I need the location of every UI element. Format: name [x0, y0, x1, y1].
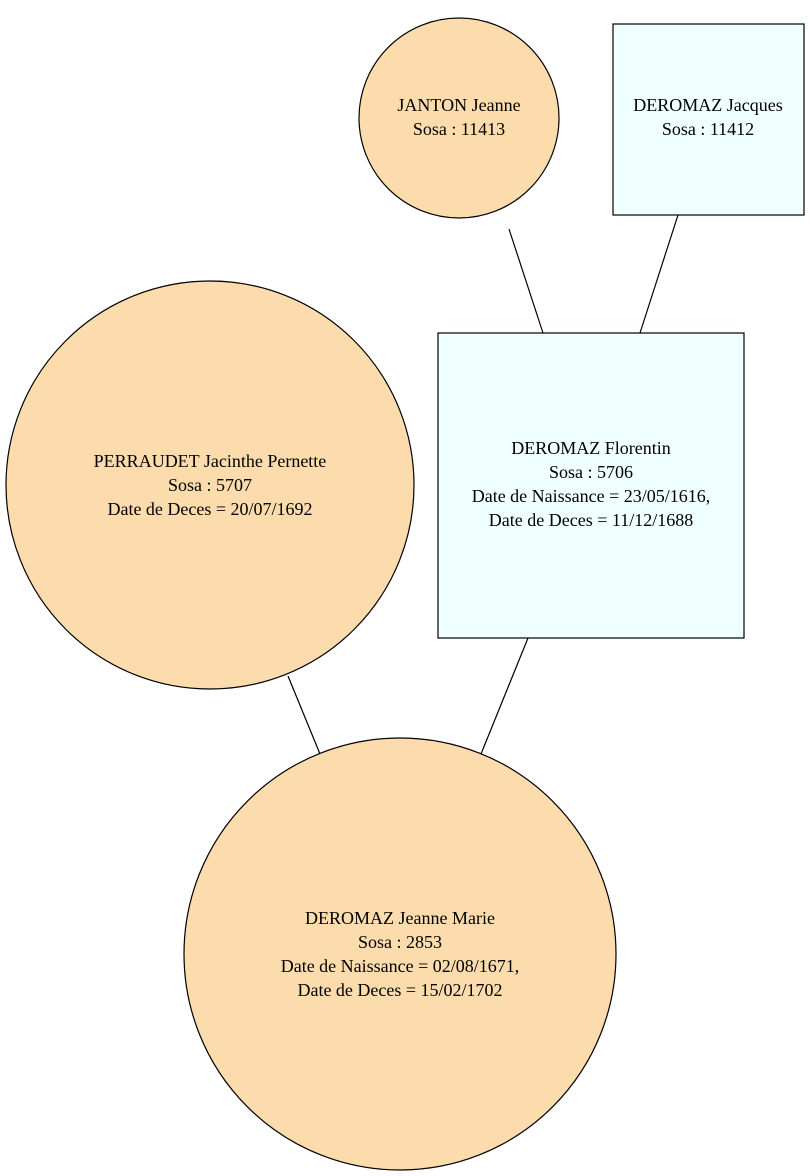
person-node-perraudet-jacinthe-pernette[interactable]: PERRAUDET Jacinthe Pernette Sosa : 5707 …: [5, 280, 415, 690]
person-sosa: Sosa : 11413: [413, 119, 505, 139]
female-circle-shape: [5, 280, 415, 690]
male-box-shape: [612, 23, 805, 216]
link-deromaz-jacques-to-deromaz-florentin: [639, 214, 679, 334]
person-node-deromaz-florentin[interactable]: DEROMAZ Florentin Sosa : 5706 Date de Na…: [437, 332, 745, 639]
link-deromaz-florentin-to-deromaz-jeanne-marie: [480, 637, 529, 755]
person-name: JANTON Jeanne: [397, 95, 520, 115]
person-sosa: Sosa : 11412: [662, 119, 754, 139]
female-circle-shape: [183, 737, 617, 1171]
person-sosa: Sosa : 5707: [168, 475, 252, 495]
female-circle-shape: [358, 17, 560, 219]
person-name: DEROMAZ Florentin: [511, 438, 671, 458]
person-death-date: Date de Deces = 20/07/1692: [107, 499, 312, 519]
person-name: PERRAUDET Jacinthe Pernette: [94, 451, 327, 471]
person-death-date: Date de Deces = 15/02/1702: [297, 980, 502, 1000]
person-node-deromaz-jacques[interactable]: DEROMAZ Jacques Sosa : 11412: [612, 23, 805, 216]
person-death-date: Date de Deces = 11/12/1688: [489, 510, 693, 530]
person-node-deromaz-jeanne-marie[interactable]: DEROMAZ Jeanne Marie Sosa : 2853 Date de…: [183, 737, 617, 1171]
link-janton-jeanne-to-deromaz-florentin: [508, 228, 544, 334]
person-node-janton-jeanne[interactable]: JANTON Jeanne Sosa : 11413: [358, 17, 560, 219]
person-name: DEROMAZ Jacques: [633, 95, 782, 115]
person-birth-date: Date de Naissance = 23/05/1616,: [472, 486, 711, 506]
person-sosa: Sosa : 5706: [549, 462, 633, 482]
person-name: DEROMAZ Jeanne Marie: [305, 908, 495, 928]
male-box-shape: [437, 332, 745, 639]
person-birth-date: Date de Naissance = 02/08/1671,: [281, 956, 520, 976]
edges: [287, 214, 679, 755]
person-sosa: Sosa : 2853: [358, 932, 442, 952]
link-perraudet-jacinthe-to-deromaz-jeanne-marie: [287, 675, 321, 755]
